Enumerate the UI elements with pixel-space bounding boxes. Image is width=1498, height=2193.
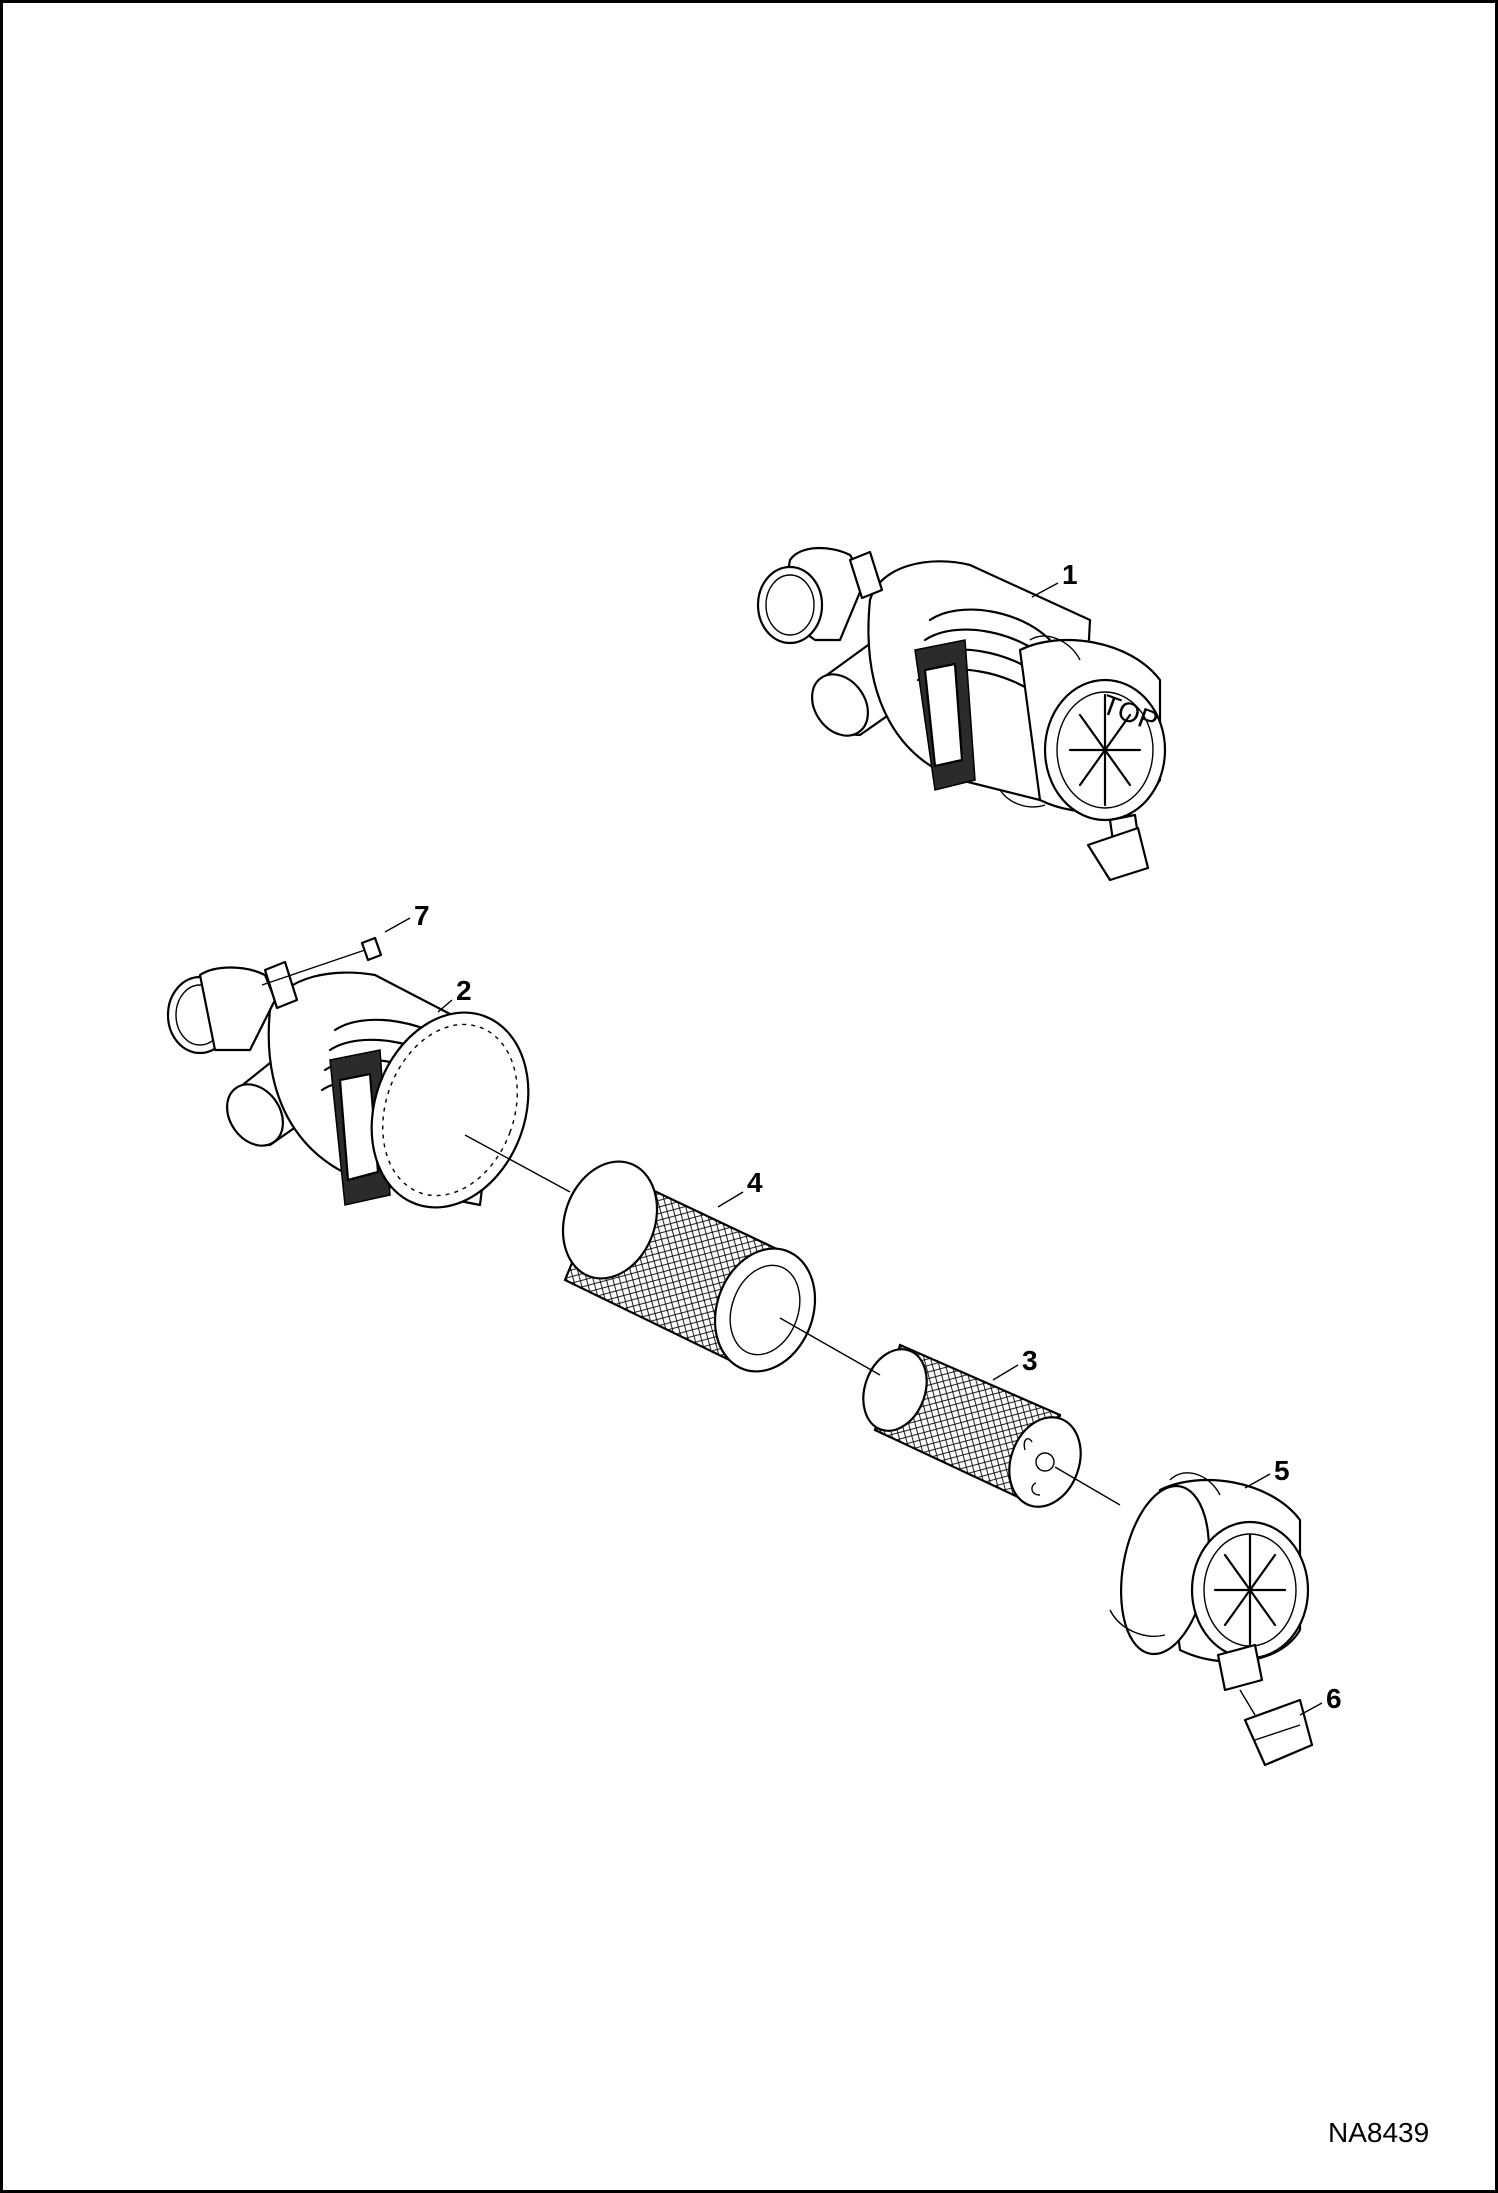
- callout-1-label: 1: [1062, 559, 1078, 590]
- callout-4: 4: [717, 1167, 763, 1208]
- air-cleaner-assembly: TOP: [756, 546, 1167, 882]
- callout-7-label: 7: [414, 900, 430, 931]
- outer-filter-element: [561, 1160, 817, 1373]
- inner-filter-element: [862, 1343, 1082, 1508]
- callout-2: 2: [437, 975, 472, 1013]
- filter-cover: [1109, 1472, 1310, 1716]
- dust-valve: [1243, 1698, 1314, 1767]
- callout-6: 6: [1299, 1683, 1342, 1716]
- assembly-centerlines: [464, 1134, 1121, 1506]
- callout-5: 5: [1244, 1455, 1290, 1489]
- callout-7: 7: [384, 900, 430, 933]
- callout-3-label: 3: [1022, 1345, 1038, 1376]
- callout-6-label: 6: [1326, 1683, 1342, 1714]
- air-cleaner-housing: [166, 936, 530, 1209]
- callout-3: 3: [992, 1345, 1038, 1381]
- callout-2-label: 2: [456, 975, 472, 1006]
- callout-5-label: 5: [1274, 1455, 1290, 1486]
- callout-4-label: 4: [747, 1167, 763, 1198]
- callout-1: 1: [1031, 559, 1078, 598]
- figure-id: NA8439: [1328, 2117, 1429, 2148]
